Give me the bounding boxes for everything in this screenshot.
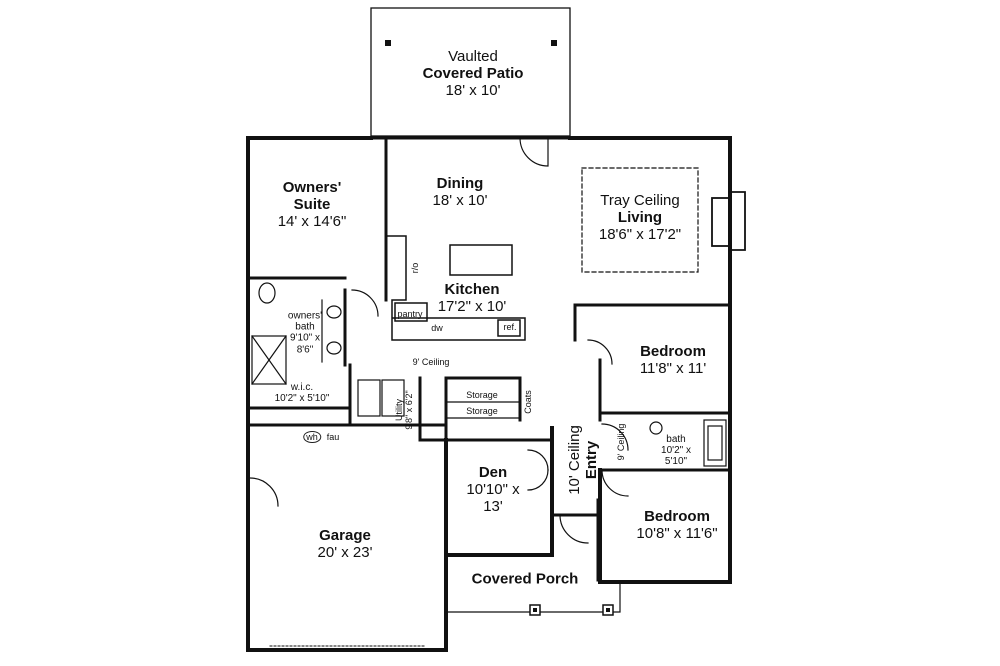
room-label-owners-suite: Owners' Suite 14' x 14'6" — [277, 178, 347, 230]
storage-label-2: Storage — [466, 405, 498, 416]
patio-dims: 18' x 10' — [445, 81, 501, 99]
room-label-bath: bath 10'2" x 5'10" — [661, 434, 691, 468]
interior-walls — [246, 136, 732, 582]
wic-dims: 10'2" x 5'10" — [274, 393, 330, 404]
room-label-patio: Vaulted Covered Patio 18' x 10' — [422, 47, 524, 99]
entry-name: Entry — [583, 440, 600, 480]
living-tray: Tray Ceiling — [600, 191, 680, 209]
den-dims-2: 13' — [483, 497, 503, 515]
bath-dims-2: 5'10" — [664, 456, 688, 468]
owners-suite-name-2: Suite — [293, 195, 331, 213]
bath-name: bath — [666, 434, 686, 446]
room-label-living: Tray Ceiling Living 18'6" x 17'2" — [598, 191, 682, 243]
storage-shelves — [445, 401, 521, 419]
range-oven-label: r/o — [409, 262, 420, 274]
room-label-bedroom-1: Bedroom 11'8" x 11' — [639, 343, 707, 378]
storage-label-1: Storage — [466, 389, 498, 400]
bedroom-1-dims: 11'8" x 11' — [639, 360, 707, 377]
patio-line1: Vaulted — [448, 47, 498, 65]
utility-machines — [357, 379, 405, 417]
living-dims: 18'6" x 17'2" — [598, 225, 682, 243]
owners-suite-name-1: Owners' — [282, 178, 342, 196]
kitchen-dims: 17'2" x 10' — [437, 298, 507, 315]
room-label-wic: w.i.c. 10'2" x 5'10" — [275, 382, 330, 404]
den-name: Den — [478, 463, 508, 481]
bath-fixtures — [649, 419, 727, 467]
room-label-entry: 10' Ceiling Entry — [566, 425, 601, 495]
porch-name: Covered Porch — [471, 570, 579, 588]
room-label-garage: Garage 20' x 23' — [317, 527, 373, 562]
dining-dims: 18' x 10' — [432, 192, 488, 209]
patio-name: Covered Patio — [422, 64, 524, 82]
utility-dims: 9'8" x 6'2" — [404, 390, 414, 430]
bedroom-hall-ceiling-note: 9' Ceiling — [615, 423, 626, 461]
room-label-den: Den 10'10" x 13' — [466, 463, 520, 515]
posts — [385, 40, 614, 616]
kitchen-name: Kitchen — [444, 281, 500, 299]
bedroom-1-name: Bedroom — [640, 343, 706, 361]
water-heater-label: wh — [303, 430, 321, 444]
coats-closet-label: Coats — [522, 390, 533, 414]
tray-ceiling-outline — [581, 167, 699, 273]
room-label-bedroom-2: Bedroom 10'8" x 11'6" — [636, 508, 718, 543]
room-label-kitchen: Kitchen 17'2" x 10' — [437, 281, 507, 316]
room-label-porch: Covered Porch — [471, 570, 579, 589]
entry-ceiling: 10' Ceiling — [566, 425, 584, 495]
wic-name: w.i.c. — [290, 381, 314, 393]
owners-suite-dims: 14' x 14'6" — [277, 212, 347, 230]
furnace-label: fau — [326, 431, 340, 442]
fireplace — [711, 191, 746, 251]
owners-bath-line1: owners' — [287, 310, 323, 322]
hall-ceiling-note: 9' Ceiling — [412, 356, 450, 367]
living-name: Living — [617, 208, 663, 226]
utility-name: Utility — [393, 399, 404, 422]
owners-bath-fixtures — [251, 282, 342, 385]
bedroom-2-name: Bedroom — [644, 508, 710, 526]
refrigerator-label: ref. — [503, 321, 517, 332]
patio-outline — [370, 7, 571, 137]
bath-dims-1: 10'2" x — [661, 445, 691, 457]
dishwasher-label: dw — [431, 322, 443, 333]
owners-bath-line4: 8'6" — [296, 344, 314, 356]
pantry-label: pantry — [397, 308, 423, 319]
bedroom-2-dims: 10'8" x 11'6" — [636, 525, 718, 542]
owners-bath-line2: bath — [295, 321, 315, 333]
room-label-dining: Dining 18' x 10' — [432, 175, 488, 210]
porch-edge — [445, 581, 621, 613]
garage-name: Garage — [319, 527, 371, 545]
owners-bath-line3: 9'10" x — [290, 333, 320, 344]
dining-name: Dining — [436, 175, 484, 193]
den-dims-1: 10'10" x — [466, 480, 520, 498]
garage-dims: 20' x 23' — [317, 544, 373, 561]
door-swings — [249, 137, 629, 544]
kitchen-counters — [385, 235, 526, 341]
room-label-owners-bath: owners' bath 9'10" x 8'6" — [288, 311, 322, 356]
room-label-utility: Utility 9'8" x 6'2" — [394, 390, 414, 429]
